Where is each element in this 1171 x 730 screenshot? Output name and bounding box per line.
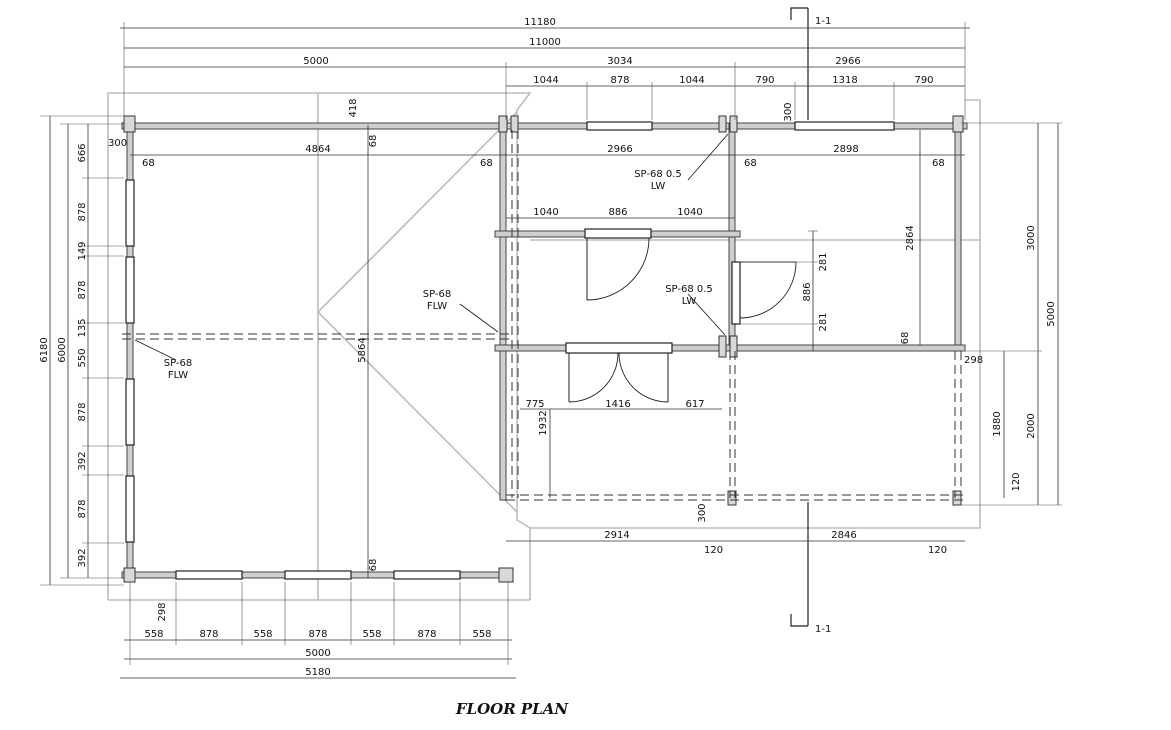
dim-298-right: 298: [964, 355, 983, 366]
dim-2898: 2898: [833, 144, 858, 155]
section-markers: [790, 7, 809, 627]
dim-886-door: 886: [608, 207, 627, 218]
dim-5000-bottom: 5000: [305, 648, 330, 659]
dim-68-mid: 68: [900, 332, 911, 345]
dimensions-top: 11180 11000 5000 3034 2966 1044 878 1044…: [303, 17, 933, 86]
dim-2864: 2864: [905, 225, 916, 250]
dashed-lines: [122, 130, 965, 501]
dim-3000: 3000: [1026, 225, 1037, 250]
dimensions-bottom: 298 558 878 558 878 558 878 558 5000 518…: [144, 602, 491, 678]
section-label-top: 1-1: [815, 16, 831, 27]
flw-label-center: FLW: [427, 301, 447, 312]
dim-878-l1: 878: [77, 202, 88, 221]
dim-6000: 6000: [57, 337, 68, 362]
dim-120-a: 120: [704, 545, 723, 556]
dim-5180: 5180: [305, 667, 330, 678]
dim-878-l3: 878: [77, 402, 88, 421]
dim-120-right: 120: [1011, 472, 1022, 491]
windows: [125, 121, 895, 580]
sp68-label-left: SP-68: [164, 358, 193, 369]
dim-558-b3: 558: [362, 629, 381, 640]
sp68-lw-label-top: SP-68 0.5: [634, 169, 682, 180]
posts: [123, 115, 964, 583]
doors: [565, 228, 797, 403]
dimensions-mid: 1040 886 1040 2864 281 886 281 68: [533, 207, 916, 344]
dim-1932: 1932: [538, 410, 549, 435]
dim-418: 418: [348, 98, 359, 117]
dim-1040-left: 1040: [533, 207, 558, 218]
dim-1044-right: 1044: [679, 75, 704, 86]
dim-2846: 2846: [831, 530, 856, 541]
dim-11180: 11180: [524, 17, 556, 28]
dim-558-b1: 558: [144, 629, 163, 640]
dim-1040-right: 1040: [677, 207, 702, 218]
dim-4864: 4864: [305, 144, 330, 155]
dim-558-b4: 558: [472, 629, 491, 640]
dim-790-right: 790: [914, 75, 933, 86]
dim-68-e: 68: [368, 135, 379, 148]
lw-label-mid: LW: [682, 296, 697, 307]
dim-878-top: 878: [610, 75, 629, 86]
flw-label-left: FLW: [168, 370, 188, 381]
dim-558-b2: 558: [253, 629, 272, 640]
leaders: [134, 133, 729, 361]
dim-392-b: 392: [77, 548, 88, 567]
sp68-lw-label-mid: SP-68 0.5: [665, 284, 713, 295]
dimensions-lower: 775 1416 617 1932 298 1880 2000 120 300 …: [525, 355, 1037, 556]
dim-2914: 2914: [604, 530, 629, 541]
annotations: SP-68 0.5 LW SP-68 0.5 LW SP-68 FLW SP-6…: [164, 169, 713, 381]
section-label-bottom: 1-1: [815, 624, 831, 635]
dim-149: 149: [77, 241, 88, 260]
dim-550: 550: [77, 348, 88, 367]
dim-886-side: 886: [802, 282, 813, 301]
dim-878-l4: 878: [77, 499, 88, 518]
dim-2000: 2000: [1026, 413, 1037, 438]
dim-68-d: 68: [932, 158, 945, 169]
dim-878-b3: 878: [417, 629, 436, 640]
dim-790-left: 790: [755, 75, 774, 86]
dim-2966-upper: 2966: [607, 144, 632, 155]
dim-120-b: 120: [928, 545, 947, 556]
dim-5000-top: 5000: [303, 56, 328, 67]
dim-1318: 1318: [832, 75, 857, 86]
dim-11000: 11000: [529, 37, 561, 48]
dim-68-left: 68: [368, 559, 379, 572]
dim-298-bottom: 298: [157, 602, 168, 621]
dim-666: 666: [77, 143, 88, 162]
dim-135: 135: [77, 318, 88, 337]
dim-775: 775: [525, 399, 544, 410]
dimensions-right: 3000 5000: [1026, 225, 1057, 326]
dim-300-window: 300: [783, 102, 794, 121]
dim-68-c: 68: [744, 158, 757, 169]
dim-1044-left: 1044: [533, 75, 558, 86]
dim-5864: 5864: [357, 337, 368, 362]
dim-68-a: 68: [142, 158, 155, 169]
roof-outline: [107, 92, 981, 601]
dim-281-top: 281: [818, 252, 829, 271]
dimension-lines: [40, 22, 1062, 679]
dim-878-b2: 878: [308, 629, 327, 640]
dimensions-upper: 300 418 4864 68 68 68 2966 2898 68 68 30…: [108, 98, 945, 169]
lw-label-top: LW: [651, 181, 666, 192]
sp68-label-center: SP-68: [423, 289, 452, 300]
dim-1880: 1880: [992, 411, 1003, 436]
dim-2966-top: 2966: [835, 56, 860, 67]
dim-878-l2: 878: [77, 280, 88, 299]
dim-5000-right: 5000: [1046, 301, 1057, 326]
dim-3034: 3034: [607, 56, 632, 67]
dim-617: 617: [685, 399, 704, 410]
dim-6180: 6180: [39, 337, 50, 362]
walls: [121, 122, 968, 579]
dim-878-b1: 878: [199, 629, 218, 640]
dim-300-post: 300: [697, 503, 708, 522]
dim-1416: 1416: [605, 399, 630, 410]
dim-300-top-left: 300: [108, 138, 127, 149]
dimensions-left: 6180 6000 666 878 149 878 135 550 878 39…: [39, 143, 379, 571]
dim-68-b: 68: [480, 158, 493, 169]
dim-281-bottom: 281: [818, 312, 829, 331]
plan-title: FLOOR PLAN: [455, 700, 569, 718]
dim-392-a: 392: [77, 451, 88, 470]
